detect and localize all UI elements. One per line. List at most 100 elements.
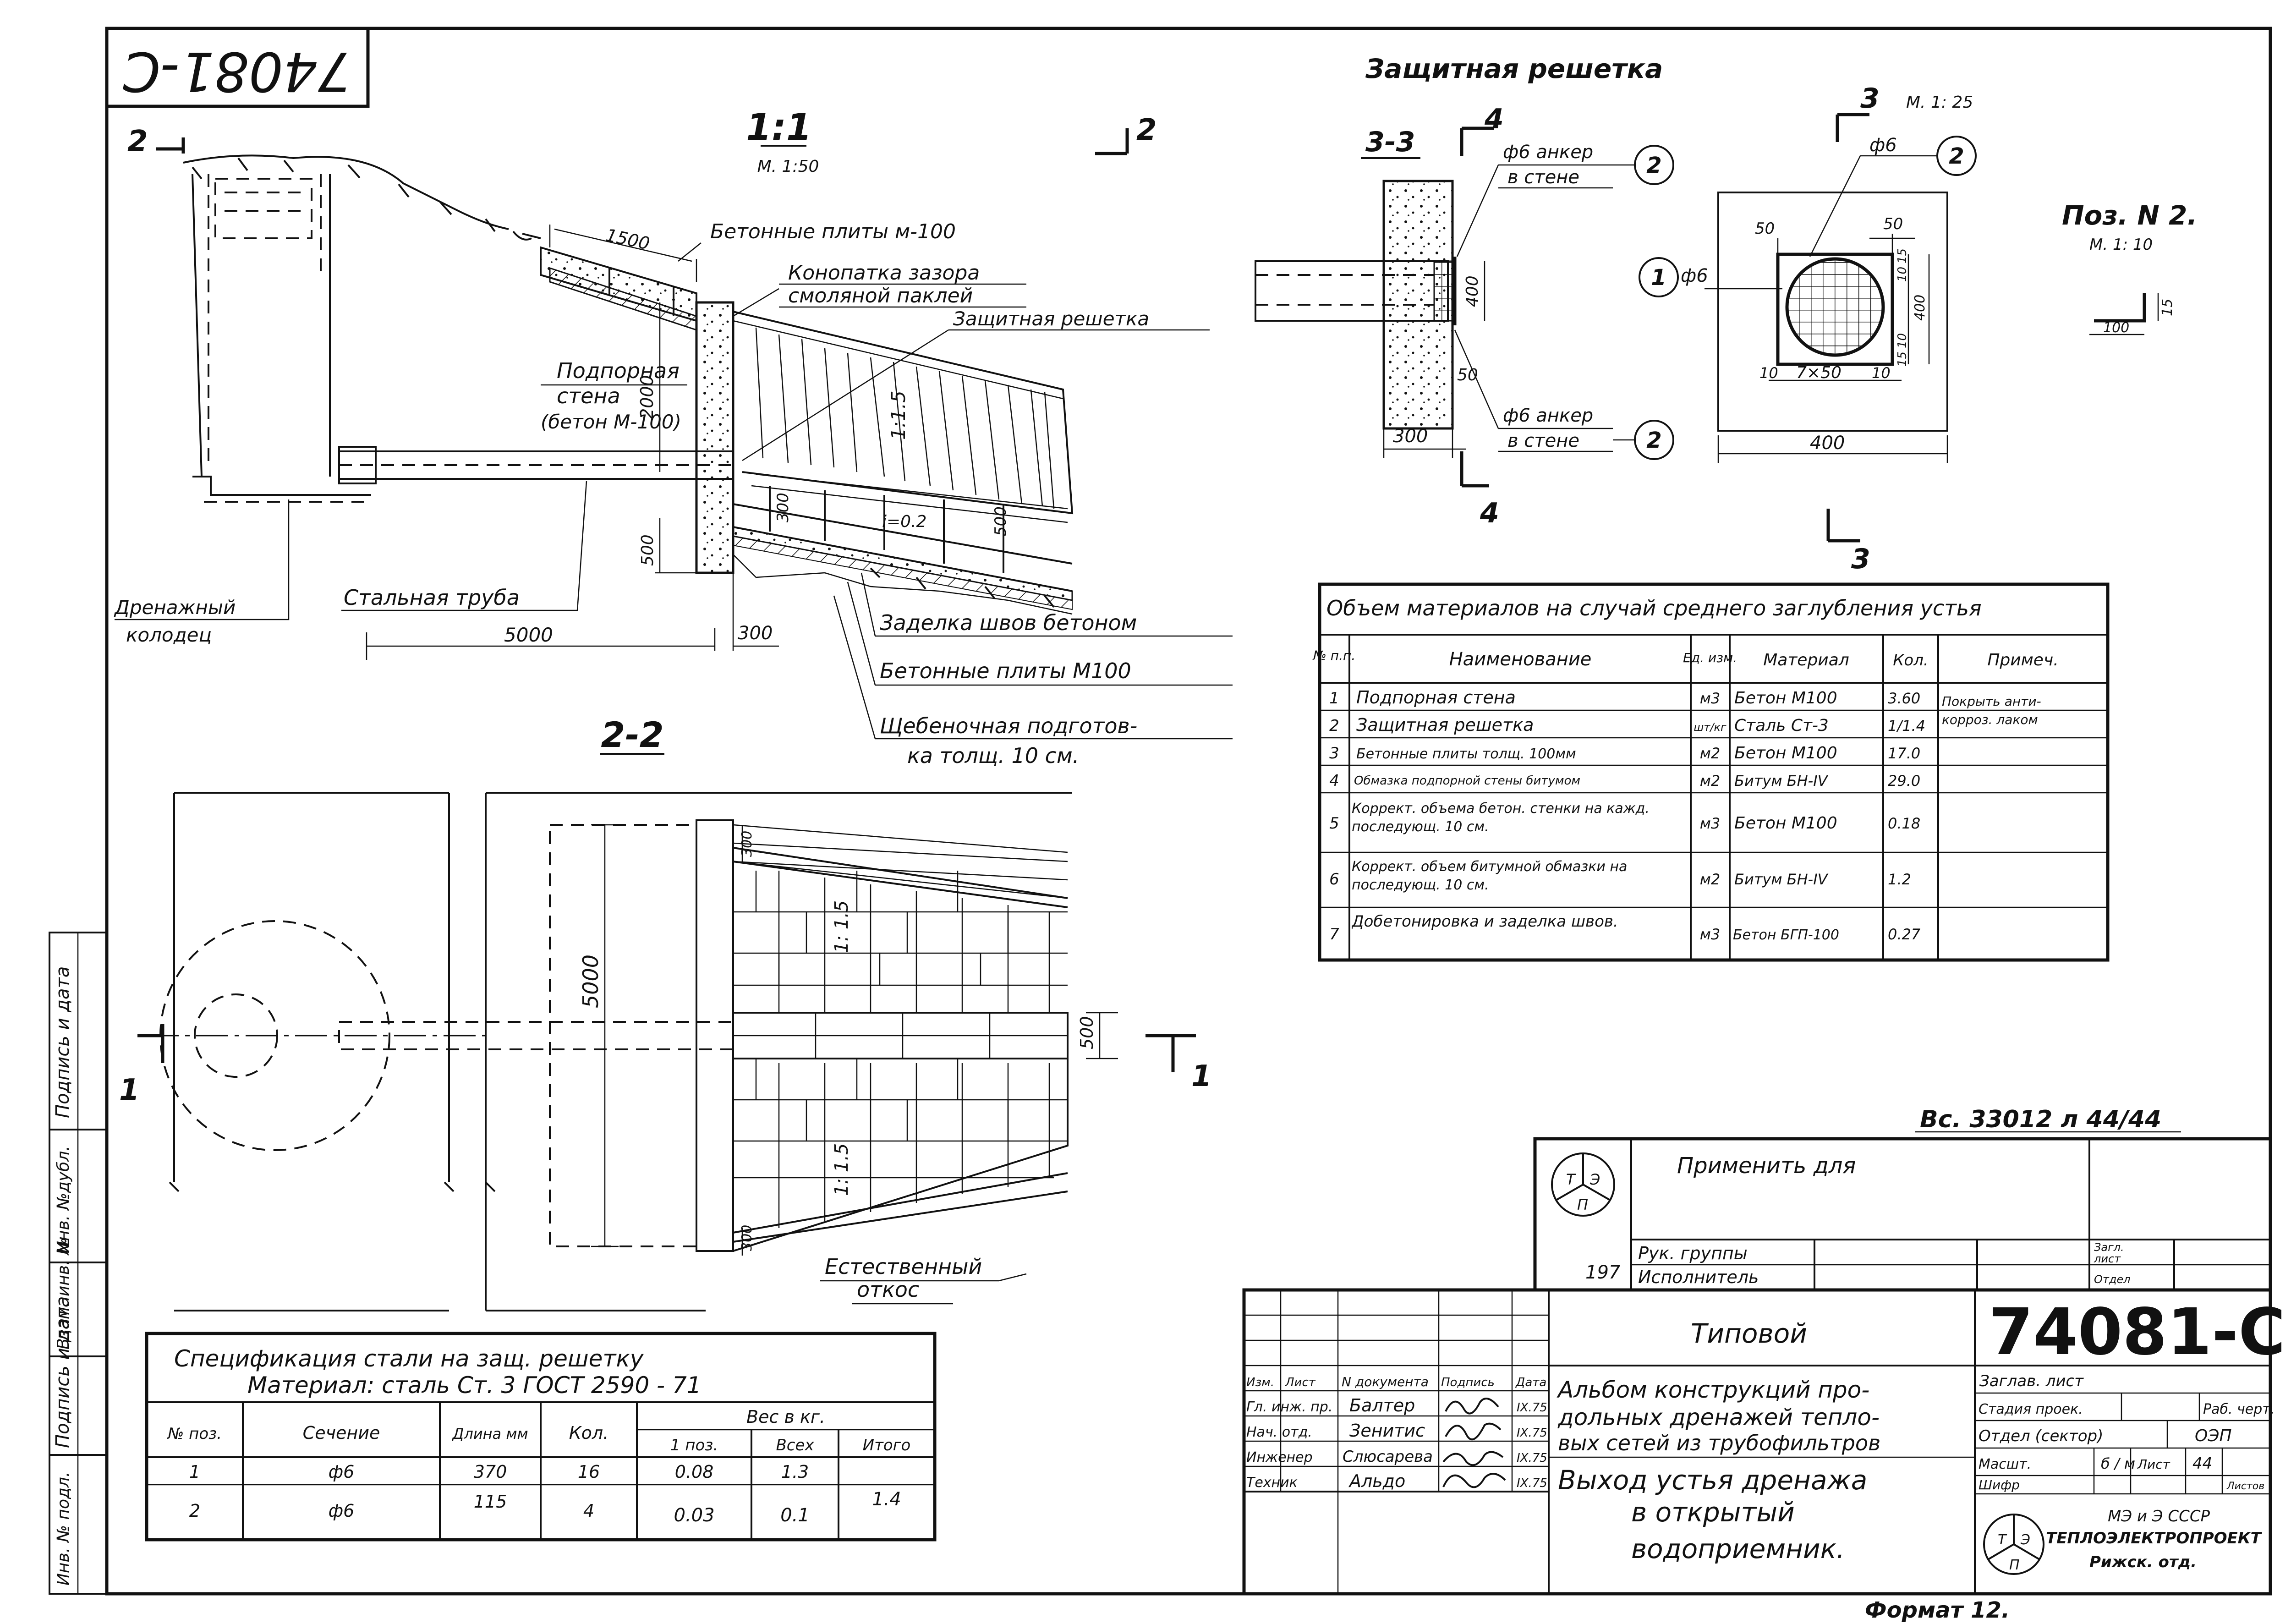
stage-value: Раб. черт. — [2203, 1401, 2275, 1417]
steel-r2-all: 0.1 — [780, 1505, 810, 1526]
steel-title-1: Спецификация стали на защ. решетку — [174, 1345, 644, 1372]
mat-r7-mat: Бетон БГП-100 — [1733, 927, 1839, 943]
sheet-value: 44 — [2192, 1454, 2212, 1473]
section-2-2-title: 2-2 — [601, 714, 663, 755]
mat-h-num: № п.п. — [1312, 648, 1355, 663]
view3-label-b: 3 — [1851, 543, 1870, 575]
mat-r5-name: Коррект. объема бетон. стенки на кажд. п… — [1352, 801, 1650, 835]
dim-5000: 5000 — [504, 624, 553, 646]
mat-h-note: Примеч. — [1987, 651, 2058, 669]
person-2-role: Нач. отд. — [1246, 1424, 1312, 1440]
zag-list: Заглав. лист — [1979, 1372, 2084, 1390]
steel-r1-length: 370 — [474, 1462, 507, 1482]
mat-h-unit: Ед. изм. — [1683, 650, 1737, 665]
mat-r1-num: 1 — [1329, 689, 1339, 708]
svg-text:П: П — [2009, 1557, 2020, 1573]
dim-400w: 400 — [1810, 433, 1845, 454]
section-3-3-title: 3-3 — [1365, 126, 1415, 158]
mat-r2-name: Защитная решетка — [1356, 715, 1534, 735]
cipher-label: Шифр — [1979, 1477, 2020, 1492]
label-slabs-m100: Бетонные плиты М100 — [880, 658, 1131, 683]
mat-r2-num: 2 — [1329, 717, 1339, 735]
mat-r3-mat: Бетон М100 — [1734, 744, 1837, 763]
typical: Типовой — [1691, 1318, 1807, 1349]
poz2-scale: М. 1: 10 — [2089, 236, 2153, 254]
view3-scale: М. 1: 25 — [1906, 93, 1973, 112]
sheet-head-2: лист — [2094, 1252, 2121, 1265]
steel-r2-length: 115 — [474, 1492, 507, 1512]
steel-r1-all: 1.3 — [781, 1462, 809, 1482]
album-3: вых сетей из трубофильтров — [1558, 1431, 1880, 1455]
mat-r3-unit: м2 — [1700, 745, 1721, 762]
mat-h-name: Наименование — [1449, 649, 1592, 670]
label-wall-1: Подпорная — [557, 358, 680, 383]
steel-title-2: Материал: сталь Ст. 3 ГОСТ 2590 - 71 — [247, 1372, 702, 1399]
side-strip-4: Подпись и дата — [52, 1296, 73, 1448]
label-caulking-2: смоляной паклей — [788, 284, 973, 307]
slope-1-1-5: 1:1.5 — [887, 390, 910, 440]
mat-r3-qty: 17.0 — [1888, 745, 1920, 762]
poz2-d100: 100 — [2103, 320, 2129, 336]
dim-2-2-300-top: 300 — [739, 831, 755, 857]
title-block: Вс. 33012 л 44/44 Т Э П Применить для 19… — [1242, 1106, 2286, 1623]
anchor-bottom-2: в стене — [1507, 430, 1579, 451]
steel-total: 1.4 — [872, 1489, 901, 1510]
sheet-label: Лист — [2137, 1457, 2170, 1472]
poz2-d15: 15 — [2159, 299, 2176, 316]
section-2-2: 2-2 1: 1.5 1: 1.5 300 300 — [119, 714, 1212, 1311]
mat-r4-name: Обмазка подпорной стены битумом — [1354, 774, 1580, 788]
mat-r6-num: 6 — [1329, 870, 1339, 889]
dept-label: Отдел (сектор) — [1979, 1427, 2103, 1445]
anchor-top-1: ф6 анкер — [1503, 142, 1593, 163]
mat-r1-unit: м3 — [1700, 690, 1721, 707]
materials-table: Объем материалов на случай среднего загл… — [1312, 582, 2110, 962]
dim-400-grate: 400 — [1463, 275, 1482, 307]
steel-r1-per1: 0.08 — [675, 1462, 714, 1482]
steel-r2-qty: 4 — [583, 1501, 594, 1521]
section-1-1-title: 1:1 — [746, 106, 811, 148]
format-label: Формат 12. — [1865, 1597, 2010, 1623]
mat-r2-mat: Сталь Ст-3 — [1734, 716, 1829, 735]
scale-value: б / м — [2101, 1455, 2135, 1472]
org-1: МЭ и Э СССР — [2108, 1507, 2210, 1525]
steel-r2-section: ф6 — [329, 1501, 355, 1521]
svg-text:Т: Т — [1998, 1532, 2007, 1548]
person-1-date: IX.75 — [1517, 1401, 1547, 1415]
pipe-opening — [1785, 257, 1885, 357]
dim-2-2-500: 500 — [1077, 1016, 1097, 1049]
mat-r5-qty: 0.18 — [1888, 815, 1920, 832]
grate-title: Защитная решетка — [1365, 53, 1663, 84]
mat-r1-name: Подпорная стена — [1356, 687, 1516, 708]
mat-r1-note: Покрыть анти- — [1942, 694, 2041, 709]
side-strip-3: Взам. инв. № — [54, 1238, 73, 1350]
grate-frame — [1776, 252, 1894, 366]
section-1-1: 1:1 М. 1:50 2 2 1:1.5 — [114, 106, 1233, 768]
slope-bottom: 1: 1.5 — [831, 1143, 852, 1196]
steel-spec-table: Спецификация стали на защ. решетку Матер… — [145, 1332, 937, 1542]
dim-300-vertical: 300 — [774, 493, 792, 522]
cut-mark-2-left: 2 — [127, 125, 148, 159]
side-strip-2: Инв. №дубл. — [54, 1146, 73, 1253]
executor: Исполнитель — [1638, 1267, 1759, 1287]
dim-10-d: 10 — [1872, 364, 1891, 382]
mat-r4-unit: м2 — [1700, 772, 1721, 790]
anchor-bottom-1: ф6 анкер — [1503, 405, 1593, 426]
org-3: Рижск. отд. — [2089, 1553, 2197, 1571]
scale-label: Масшт. — [1979, 1456, 2031, 1472]
steel-r1-section: ф6 — [329, 1462, 355, 1482]
mat-r7-qty: 0.27 — [1888, 926, 1921, 943]
mat-r7-unit: м3 — [1700, 926, 1721, 943]
side-strip-5: Инв. № подл. — [54, 1472, 73, 1586]
label-grate: Защитная решетка — [953, 307, 1149, 330]
mat-r5-num: 5 — [1329, 814, 1339, 833]
mat-r5-unit: м3 — [1700, 815, 1721, 832]
mat-r6-unit: м2 — [1700, 871, 1721, 888]
mat-r6-name: Коррект. объем битумной обмазки на после… — [1352, 859, 1628, 893]
dim-300-grate: 300 — [1393, 426, 1428, 447]
label-steel-pipe: Стальная труба — [344, 585, 520, 610]
steel-h-pos: № поз. — [167, 1425, 222, 1443]
mat-r6-mat: Битум БН-IV — [1734, 871, 1829, 888]
person-3-role: Инженер — [1246, 1449, 1313, 1465]
mat-r2-unit: шт/кг — [1694, 721, 1726, 734]
